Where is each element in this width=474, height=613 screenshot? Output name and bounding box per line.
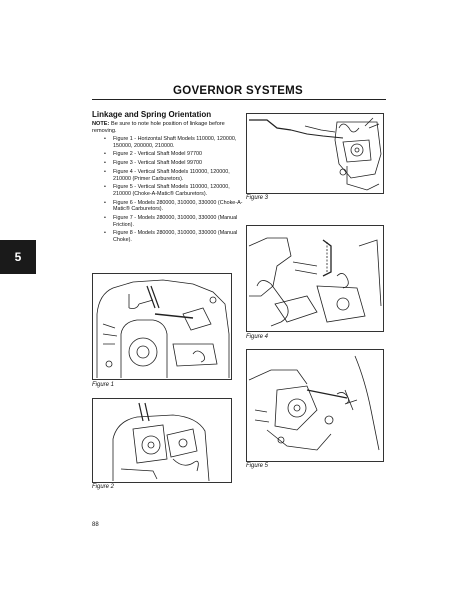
list-item: • Figure 7 - Models 280000, 310000, 33000… xyxy=(104,215,244,228)
list-item: • Figure 3 - Vertical Shaft Model 99700 xyxy=(104,160,244,167)
bullet: • xyxy=(104,168,106,175)
bullet: • xyxy=(104,151,106,158)
page-title: GOVERNOR SYSTEMS xyxy=(172,85,304,97)
figure-1-illustration xyxy=(92,273,232,380)
note-text: Be sure to note hole position of linkage… xyxy=(92,121,225,134)
bullet: • xyxy=(104,184,106,191)
list-item: • Figure 8 - Models 280000, 310000, 33000… xyxy=(104,230,244,243)
list-item-text: Figure 6 - Models 280000, 310000, 330000… xyxy=(113,199,243,213)
list-item: • Figure 1 - Horizontal Shaft Models 1100… xyxy=(104,136,244,149)
title-rule xyxy=(92,99,386,101)
note-label: NOTE: xyxy=(92,121,110,127)
page-number: 88 xyxy=(92,522,99,528)
section-tab: 5 xyxy=(0,240,36,274)
figure-1-caption: Figure 1 xyxy=(92,382,115,388)
figure-3-caption: Figure 3 xyxy=(246,195,269,201)
list-item-text: Figure 2 - Vertical Shaft Model 97700 xyxy=(113,151,202,158)
bullet: • xyxy=(104,199,106,206)
figure-list: • Figure 1 - Horizontal Shaft Models 1100… xyxy=(104,136,244,246)
bullet: • xyxy=(104,215,106,222)
list-item-text: Figure 7 - Models 280000, 310000, 330000… xyxy=(113,215,238,228)
list-item: • Figure 4 - Vertical Shaft Models 110000… xyxy=(104,169,244,182)
list-item-text: Figure 3 - Vertical Shaft Model 99700 xyxy=(113,160,202,167)
list-item: • Figure 2 - Vertical Shaft Model 97700 xyxy=(104,151,244,158)
list-item: • Figure 5 - Vertical Shaft Models 110000… xyxy=(104,184,244,197)
figure-4-caption: Figure 4 xyxy=(246,334,269,340)
list-item-text: Figure 4 - Vertical Shaft Models 110000,… xyxy=(113,168,230,182)
bullet: • xyxy=(104,136,106,142)
list-item-text: Figure 5 - Vertical Shaft Models 110000,… xyxy=(113,184,230,197)
figure-4-illustration xyxy=(246,225,384,332)
bullet: • xyxy=(104,230,106,237)
bullet: • xyxy=(104,160,106,167)
figure-3-illustration xyxy=(246,113,384,194)
figure-5-illustration xyxy=(246,349,384,462)
figure-5-caption: Figure 5 xyxy=(246,463,269,469)
list-item-text: Figure 8 - Models 280000, 310000, 330000… xyxy=(113,230,238,244)
list-item-text: Figure 1 - Horizontal Shaft Models 11000… xyxy=(113,136,237,149)
note-paragraph: NOTE: Be sure to note hole position of l… xyxy=(92,121,244,135)
list-item: • Figure 6 - Models 280000, 310000, 33000… xyxy=(104,200,244,213)
figure-2-caption: Figure 2 xyxy=(92,484,115,490)
figure-2-illustration xyxy=(92,398,232,483)
section-heading: Linkage and Spring Orientation xyxy=(92,110,212,119)
